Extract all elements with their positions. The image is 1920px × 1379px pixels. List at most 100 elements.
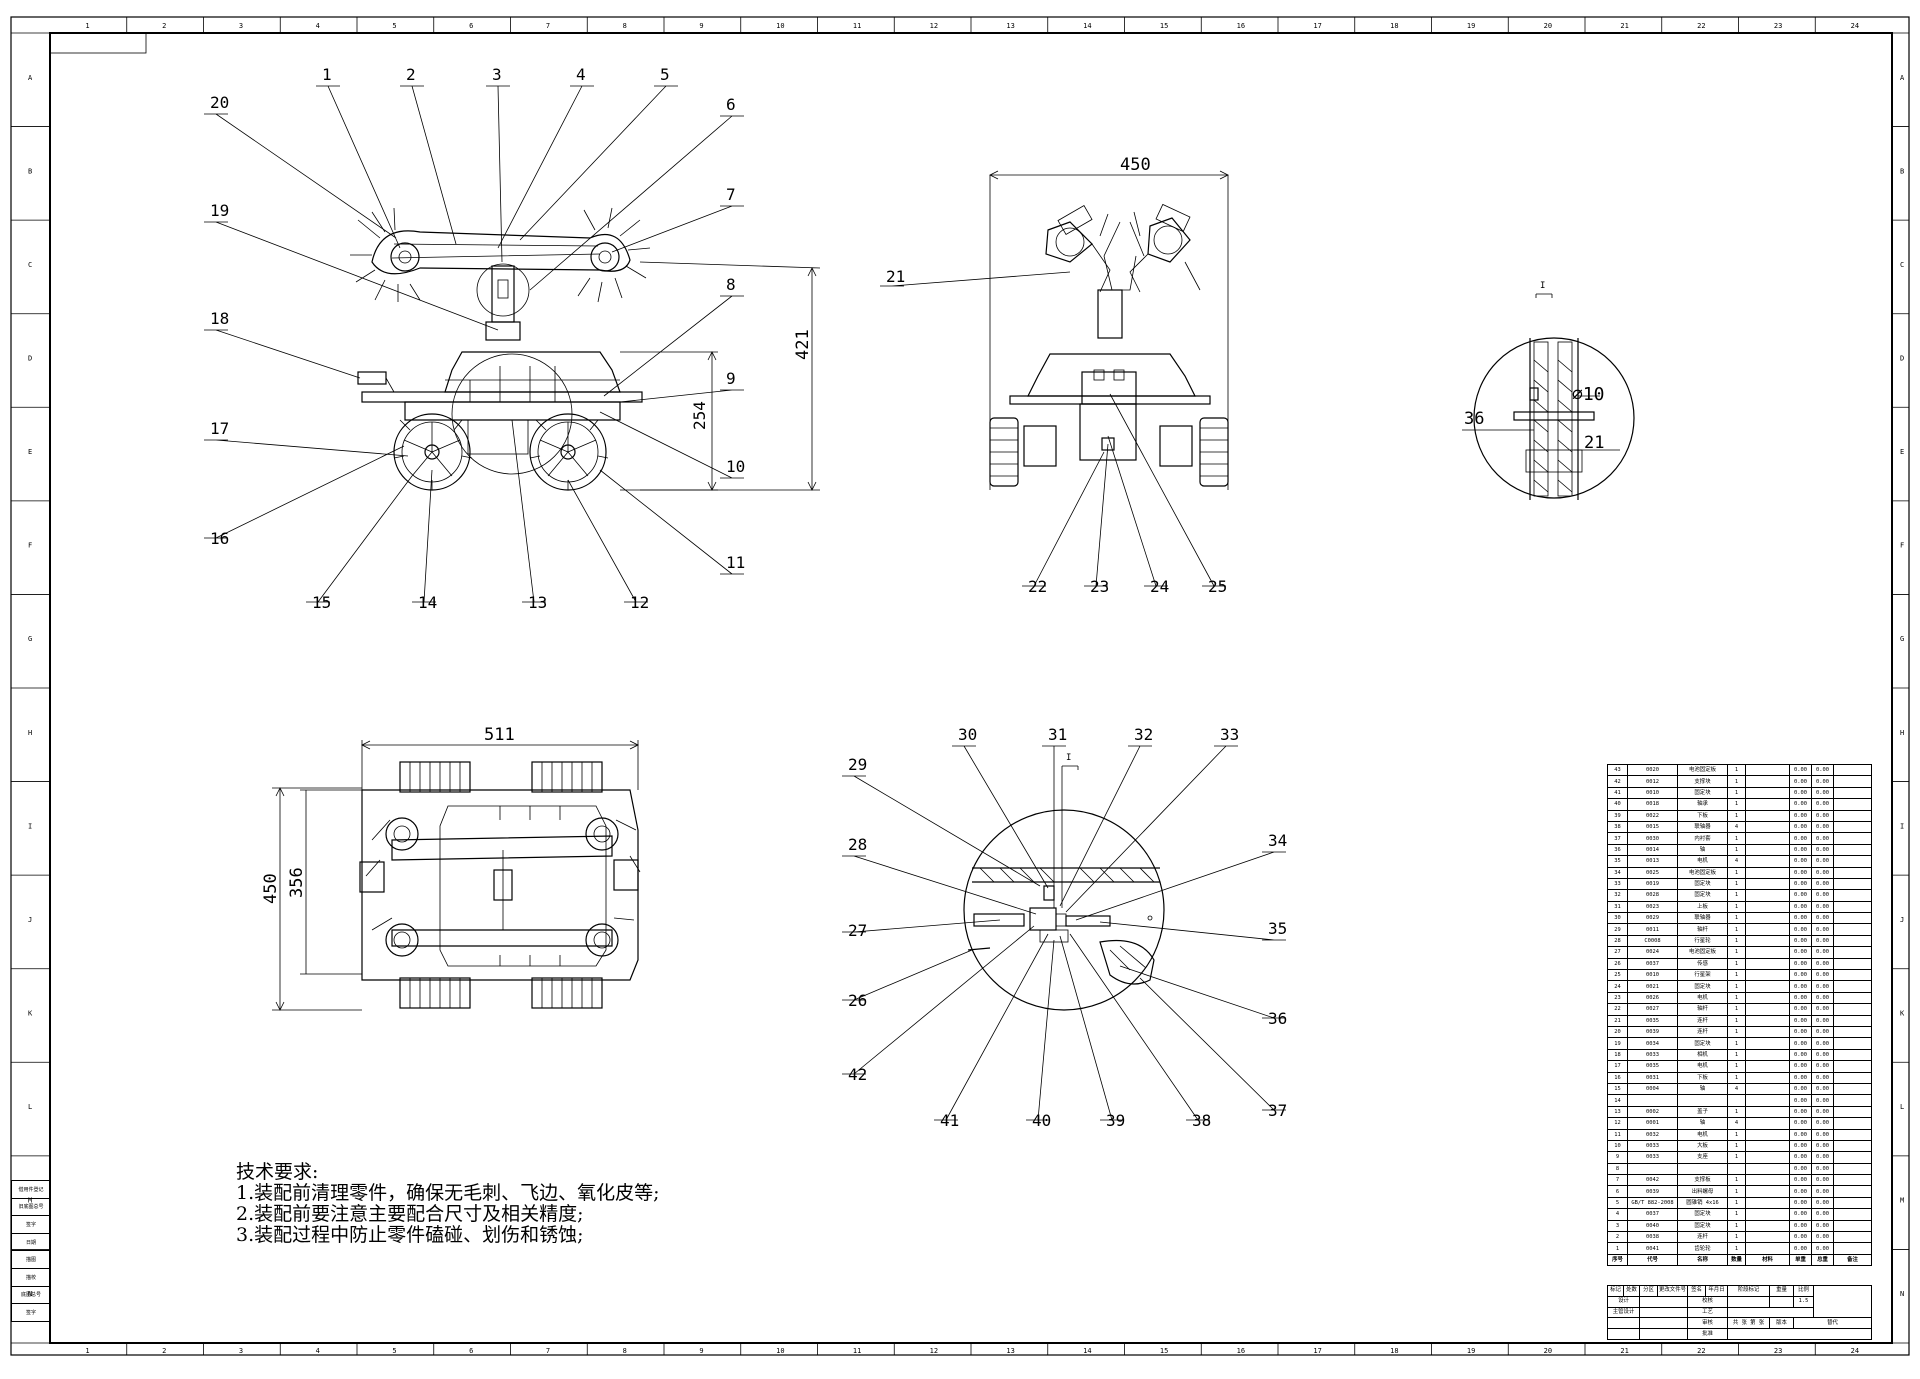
bom-cell: 36 [1607, 843, 1628, 857]
bom-cell: 0.00 [1811, 1048, 1834, 1062]
bom-cell: 1 [1727, 843, 1746, 857]
dim-front-body: 254 [690, 401, 709, 430]
zone-label-top: 21 [1620, 1347, 1628, 1355]
bom-cell: 18 [1607, 1048, 1628, 1062]
zone-label-top: 1 [85, 22, 89, 30]
balloon-leader [1026, 939, 1055, 1121]
bom-cell: 0.00 [1811, 843, 1834, 857]
tb-role-lead: 主管设计 [1607, 1306, 1640, 1319]
bom-cell: 13 [1607, 1105, 1628, 1119]
bom-cell: 0.00 [1789, 809, 1812, 822]
zone-label-top: 10 [776, 22, 784, 30]
bom-cell: 0026 [1627, 991, 1678, 1005]
bom-cell: 0020 [1627, 763, 1678, 777]
balloon-label: 18 [210, 309, 229, 328]
zone-label-top: 7 [546, 1347, 550, 1355]
bom-cell: 1 [1727, 1128, 1746, 1141]
zone-label-side: G [28, 635, 32, 643]
bom-cell: 0.00 [1789, 832, 1812, 845]
balloon-leader [1107, 435, 1168, 587]
bom-cell: 0.00 [1789, 1128, 1812, 1141]
bom-cell: 0.00 [1811, 1082, 1834, 1096]
section-mark-top: I [1540, 281, 1545, 291]
notes-title: 技术要求: [236, 1161, 319, 1183]
bom-cell: 0.00 [1789, 923, 1812, 936]
bom-cell: 0.00 [1789, 798, 1812, 811]
bom-cell: 4 [1727, 1117, 1746, 1130]
bom-cell: 0010 [1627, 786, 1678, 800]
bom-cell: 0.00 [1811, 1071, 1834, 1084]
zone-label-top: 13 [1006, 22, 1014, 30]
balloon-leader [1139, 977, 1286, 1111]
zone-markers-top: 1122334455667788991010111112121313141415… [85, 17, 1859, 1355]
balloon-label: 33 [1220, 725, 1239, 744]
balloon-leader [611, 205, 744, 253]
bom-cell: 0.00 [1789, 843, 1812, 857]
bom-cell: 24 [1607, 980, 1628, 993]
bom-cell: 0.00 [1789, 877, 1812, 891]
bom-cell: 0.00 [1789, 1025, 1812, 1039]
bom-cell: 1 [1727, 900, 1746, 914]
bom-cell: 0.00 [1811, 934, 1834, 948]
bom-cell: 9 [1607, 1151, 1628, 1164]
zone-label-side: I [28, 822, 32, 830]
bom-cell: 0.00 [1789, 855, 1812, 868]
tb-role-design: 设计 [1607, 1295, 1640, 1308]
zone-label-top: 12 [930, 22, 938, 30]
bom-cell: 0.00 [1811, 820, 1834, 834]
zone-label-side: J [1900, 916, 1904, 924]
bom-cell: 0.00 [1811, 1162, 1834, 1176]
bom-cell: 连杆 [1677, 1025, 1728, 1039]
balloon-label: 20 [210, 93, 229, 112]
bom-cell: 0018 [1627, 798, 1678, 811]
bom-cell: 12 [1607, 1117, 1628, 1130]
bom-cell: 3 [1607, 1219, 1628, 1233]
bom-cell: 0011 [1627, 923, 1678, 936]
bom-cell: 0.00 [1789, 1185, 1812, 1198]
zone-label-side: H [28, 729, 32, 737]
detail-label-36: 36 [1464, 409, 1484, 429]
bom-cell: 4 [1727, 820, 1746, 834]
detail-label-21: 21 [1584, 433, 1604, 453]
tb-rev-date: 年月日 [1705, 1285, 1728, 1297]
bom-cell: 0.00 [1811, 763, 1834, 777]
bom-cell: 41 [1607, 786, 1628, 800]
bom-cell: 固定块 [1677, 786, 1728, 800]
balloon-label: 2 [406, 65, 416, 84]
bom-cell: 齿轮轮 [1677, 1242, 1728, 1255]
bom-cell: 0.00 [1789, 1094, 1812, 1107]
bom-cell: 0.00 [1811, 1174, 1834, 1187]
zone-label-side: A [28, 74, 33, 82]
front-wheel-left [393, 413, 473, 491]
notes-line: 3.装配过程中防止零件磕碰、划伤和锈蚀; [236, 1224, 584, 1246]
bom-cell: 0.00 [1811, 775, 1834, 788]
bom-cell [1727, 1162, 1746, 1176]
bom-cell: 1 [1727, 1071, 1746, 1084]
zone-label-top: 17 [1313, 22, 1321, 30]
bom-cell [1677, 1162, 1728, 1176]
bom-cell: 0.00 [1789, 991, 1812, 1005]
balloon-label: 41 [940, 1111, 959, 1130]
bom-cell: 支座 [1677, 1151, 1728, 1164]
bom-cell: 0.00 [1811, 798, 1834, 811]
balloon-leader [412, 469, 436, 603]
zone-label-top: 22 [1697, 22, 1705, 30]
bom-cell: 0015 [1627, 820, 1678, 834]
bom-cell: 0.00 [1789, 889, 1812, 902]
balloon-label: 19 [210, 201, 229, 220]
bom-cell: 20 [1607, 1025, 1628, 1039]
bom-cell: 0002 [1627, 1105, 1678, 1119]
bom-cell: 7 [1607, 1174, 1628, 1187]
